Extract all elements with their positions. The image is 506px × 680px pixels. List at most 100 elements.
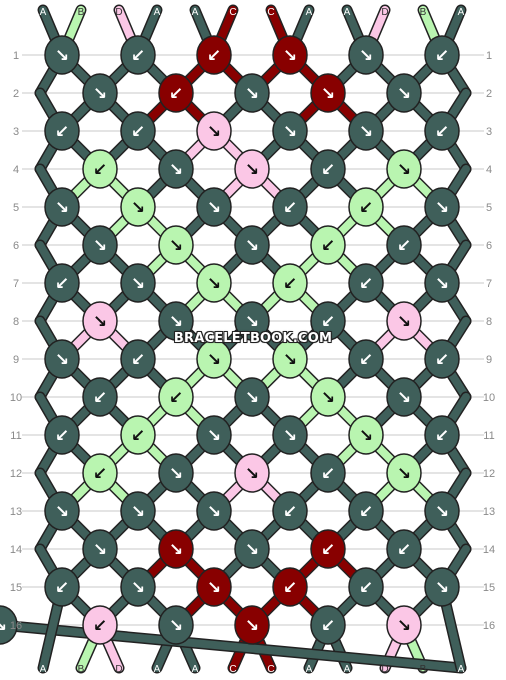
knot[interactable]: ↘: [82, 529, 118, 569]
knot[interactable]: ↘: [310, 377, 346, 417]
knot[interactable]: ↘: [424, 263, 460, 303]
knot[interactable]: ↘: [196, 491, 232, 531]
knot-arrow-label: ↙: [93, 464, 107, 484]
knot-arrow-label: ↘: [93, 312, 107, 332]
knot[interactable]: ↘: [44, 187, 80, 227]
top-string-letter: A: [154, 7, 161, 18]
knot[interactable]: ↙: [310, 301, 346, 341]
knot[interactable]: ↙: [196, 35, 232, 75]
knot[interactable]: ↙: [424, 415, 460, 455]
knot[interactable]: ↘: [272, 415, 308, 455]
knot[interactable]: ↘: [196, 187, 232, 227]
knot[interactable]: ↘: [44, 339, 80, 379]
knot-body: [196, 339, 232, 379]
knot[interactable]: ↙: [424, 339, 460, 379]
knot[interactable]: ↘: [310, 73, 346, 113]
knot[interactable]: ↙: [310, 605, 346, 645]
knot[interactable]: ↙: [44, 111, 80, 151]
knot-arrow-label: ↘: [207, 274, 221, 294]
knot[interactable]: ↘: [424, 567, 460, 607]
knot-body: [82, 301, 118, 341]
knot[interactable]: ↙: [120, 35, 156, 75]
knot[interactable]: ↘: [234, 149, 270, 189]
knot[interactable]: ↘: [120, 187, 156, 227]
knot[interactable]: ↘: [234, 377, 270, 417]
knot[interactable]: ↘: [272, 339, 308, 379]
knot-body: [44, 491, 80, 531]
knot[interactable]: ↘: [348, 415, 384, 455]
knot[interactable]: ↙: [272, 187, 308, 227]
knot[interactable]: ↘: [120, 567, 156, 607]
knot[interactable]: ↙: [348, 263, 384, 303]
knot[interactable]: ↘: [196, 339, 232, 379]
knot[interactable]: ↙: [310, 529, 346, 569]
knot[interactable]: ↙: [310, 149, 346, 189]
knot[interactable]: ↙: [272, 491, 308, 531]
knot[interactable]: ↘: [158, 225, 194, 265]
knot[interactable]: ↘: [272, 111, 308, 151]
knot[interactable]: ↙: [44, 415, 80, 455]
knot[interactable]: ↘: [196, 263, 232, 303]
knot[interactable]: ↘: [234, 73, 270, 113]
knot[interactable]: ↘: [386, 149, 422, 189]
knot[interactable]: ↙: [44, 263, 80, 303]
knot[interactable]: ↘: [196, 415, 232, 455]
knot[interactable]: ↘: [0, 605, 18, 645]
knot[interactable]: ↘: [234, 529, 270, 569]
knot[interactable]: ↘: [424, 187, 460, 227]
knot[interactable]: ↘: [120, 491, 156, 531]
knot[interactable]: ↘: [44, 35, 80, 75]
knot[interactable]: ↙: [120, 339, 156, 379]
knot[interactable]: ↙: [310, 225, 346, 265]
bottom-string-letter: B: [78, 664, 85, 675]
knot[interactable]: ↘: [158, 529, 194, 569]
knot[interactable]: ↙: [158, 377, 194, 417]
knot[interactable]: ↙: [424, 35, 460, 75]
knot[interactable]: ↘: [386, 377, 422, 417]
knot[interactable]: ↘: [158, 453, 194, 493]
knot[interactable]: ↘: [386, 605, 422, 645]
knot[interactable]: ↙: [386, 225, 422, 265]
knot[interactable]: ↙: [82, 377, 118, 417]
knot[interactable]: ↘: [158, 149, 194, 189]
knot[interactable]: ↘: [44, 491, 80, 531]
knot[interactable]: ↘: [348, 111, 384, 151]
knot[interactable]: ↙: [386, 529, 422, 569]
knot[interactable]: ↙: [82, 605, 118, 645]
knot[interactable]: ↘: [348, 35, 384, 75]
knot[interactable]: ↙: [310, 453, 346, 493]
knot-arrow-label: ↘: [55, 198, 69, 218]
knot[interactable]: ↙: [120, 415, 156, 455]
knot[interactable]: ↘: [424, 491, 460, 531]
knot[interactable]: ↘: [82, 225, 118, 265]
knot[interactable]: ↘: [234, 605, 270, 645]
knot[interactable]: ↙: [348, 491, 384, 531]
knot[interactable]: ↙: [272, 263, 308, 303]
knot[interactable]: ↘: [196, 567, 232, 607]
knot[interactable]: ↘: [386, 453, 422, 493]
knot[interactable]: ↘: [158, 301, 194, 341]
knot[interactable]: ↘: [234, 453, 270, 493]
knot[interactable]: ↘: [272, 35, 308, 75]
knot[interactable]: ↙: [82, 453, 118, 493]
knot[interactable]: ↘: [196, 111, 232, 151]
knot[interactable]: ↙: [44, 567, 80, 607]
knot[interactable]: ↘: [82, 73, 118, 113]
knot[interactable]: ↙: [272, 567, 308, 607]
knot[interactable]: ↘: [386, 301, 422, 341]
knot[interactable]: ↘: [234, 225, 270, 265]
knot[interactable]: ↘: [234, 301, 270, 341]
knot[interactable]: ↘: [120, 263, 156, 303]
knot[interactable]: ↘: [82, 301, 118, 341]
knot[interactable]: ↘: [158, 605, 194, 645]
knot[interactable]: ↙: [158, 73, 194, 113]
knot[interactable]: ↙: [82, 149, 118, 189]
knot[interactable]: ↙: [348, 339, 384, 379]
knot[interactable]: ↙: [424, 111, 460, 151]
knot[interactable]: ↙: [348, 567, 384, 607]
bottom-string-letter: A: [344, 664, 351, 675]
knot[interactable]: ↘: [386, 73, 422, 113]
knot[interactable]: ↙: [348, 187, 384, 227]
row-label-left: 7: [13, 278, 19, 290]
knot[interactable]: ↙: [120, 111, 156, 151]
